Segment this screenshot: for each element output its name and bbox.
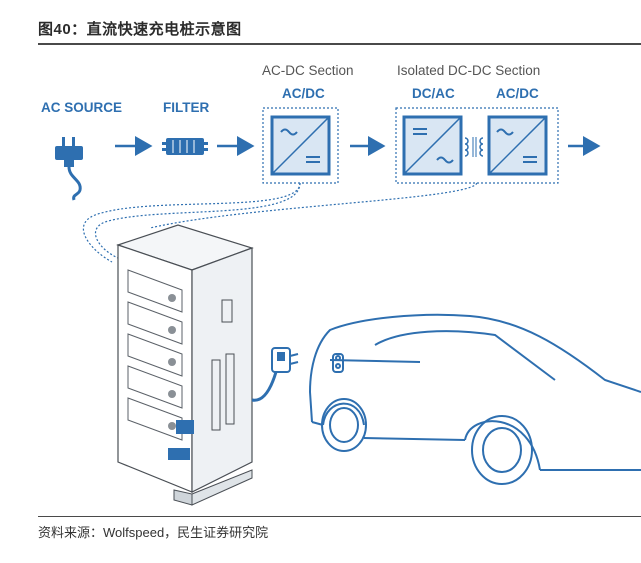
ac-source-label: AC SOURCE — [41, 100, 123, 115]
acdc-stage-label: AC/DC — [282, 86, 325, 101]
acdc-converter-block — [262, 107, 339, 184]
electric-car-outline — [308, 313, 641, 485]
dcac-stage-label: DC/AC — [412, 86, 455, 101]
filter-label: FILTER — [163, 100, 210, 115]
acdc-section-label: AC-DC Section — [262, 63, 354, 78]
isolated-dcdc-block — [395, 107, 559, 184]
charger-cabinet — [116, 224, 254, 506]
isolated-section-label: Isolated DC-DC Section — [397, 63, 541, 78]
figure-title: 图40：直流快速充电桩示意图 — [38, 21, 242, 38]
callout-lines — [82, 182, 478, 263]
source-rule — [38, 516, 641, 517]
charging-cable — [251, 347, 299, 402]
acdc-stage2-label: AC/DC — [496, 86, 539, 101]
ac-plug-icon — [55, 137, 83, 201]
source-note: 资料来源：Wolfspeed，民生证券研究院 — [38, 525, 269, 540]
title-rule — [38, 43, 641, 45]
filter-chip-icon — [162, 138, 208, 155]
